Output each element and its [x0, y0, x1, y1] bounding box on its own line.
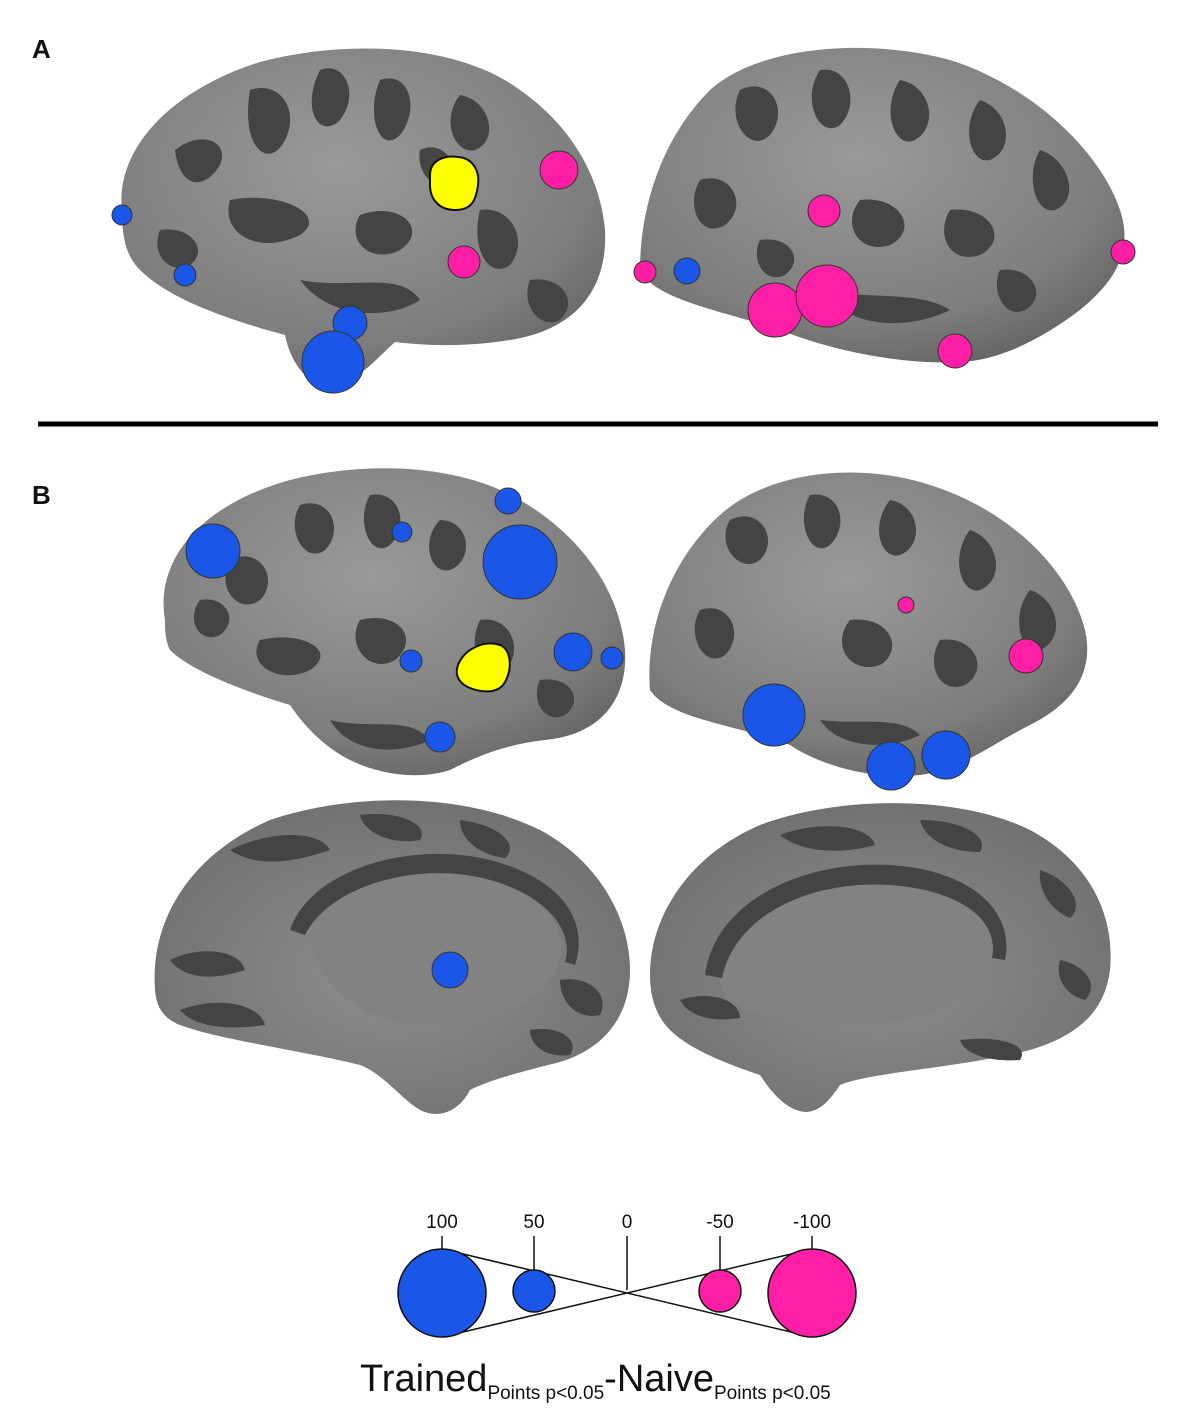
brain-b-right-lateral — [649, 472, 1088, 776]
panel-a-label: A — [32, 34, 51, 64]
legend-tick-neg50: -50 — [706, 1212, 733, 1233]
point-a-left-6 — [539, 150, 579, 190]
caption-naive-sub: Points p<0.05 — [714, 1383, 831, 1404]
legend-tick-50: 50 — [523, 1212, 544, 1233]
point-a-left-2 — [173, 263, 197, 287]
legend-tick-100: 100 — [426, 1212, 458, 1233]
point-a-left-5 — [447, 245, 481, 279]
legend-circle-100 — [397, 1248, 487, 1338]
point-a-right-6 — [937, 333, 973, 369]
legend: 100 50 0 -50 -100 TrainedPoints p<0.05-N… — [360, 1212, 857, 1404]
caption-naive: Naive — [617, 1358, 714, 1400]
point-a-right-5 — [795, 264, 859, 328]
legend-circle-50 — [512, 1269, 556, 1313]
legend-caption: TrainedPoints p<0.05-NaivePoints p<0.05 — [360, 1358, 831, 1404]
point-b-left-7 — [600, 646, 624, 670]
point-a-right-3 — [807, 194, 841, 228]
point-b-left-5 — [399, 649, 423, 673]
point-b-left-4 — [482, 524, 558, 600]
legend-tick-0: 0 — [622, 1212, 633, 1233]
brain-a-left-lateral — [121, 48, 606, 385]
caption-dash: - — [604, 1358, 617, 1400]
point-a-left-1 — [111, 204, 133, 226]
point-a-right-2 — [673, 257, 701, 285]
point-b-left-8 — [424, 721, 456, 753]
point-b-left-1 — [185, 523, 241, 579]
legend-circle-neg100 — [767, 1248, 857, 1338]
point-b-left-2 — [391, 521, 413, 543]
point-b-right-3 — [742, 683, 806, 747]
point-a-right-1 — [633, 260, 657, 284]
brain-b-right-medial — [650, 803, 1111, 1112]
point-b-right-1 — [897, 596, 915, 614]
legend-tick-neg100: -100 — [793, 1212, 831, 1233]
brain-a-right-lateral — [640, 47, 1125, 363]
brain-b-left-medial — [154, 800, 631, 1114]
legend-circle-neg50 — [698, 1269, 742, 1313]
seed-region-b — [455, 642, 511, 693]
caption-trained: Trained — [360, 1358, 487, 1400]
panel-b-label: B — [32, 480, 51, 510]
legend-tick-lines — [441, 1236, 813, 1338]
brain-b-left-lateral — [163, 468, 626, 776]
point-b-left-6 — [553, 632, 593, 672]
point-b-left-3 — [494, 487, 522, 515]
point-a-right-7 — [1110, 239, 1136, 265]
point-b-right-2 — [1008, 638, 1044, 674]
point-b-medial-1 — [431, 951, 469, 989]
point-a-right-4 — [747, 282, 803, 338]
point-b-right-4 — [866, 741, 916, 791]
point-b-right-5 — [921, 730, 971, 780]
caption-trained-sub: Points p<0.05 — [487, 1383, 604, 1404]
seed-region-a — [429, 155, 480, 212]
point-a-left-4 — [301, 330, 365, 394]
result-points — [111, 150, 1136, 989]
